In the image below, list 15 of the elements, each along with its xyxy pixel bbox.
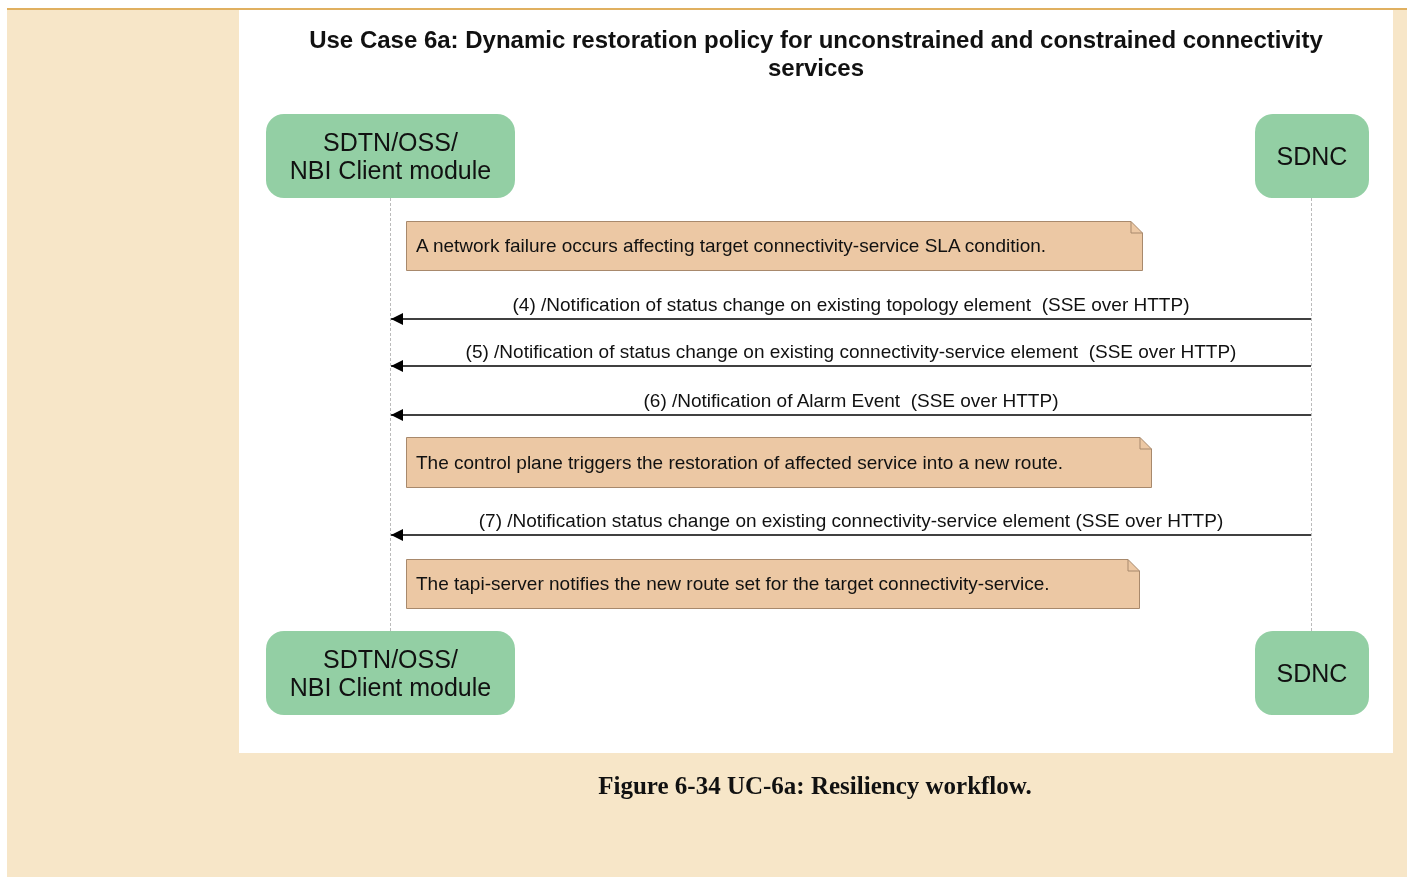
- message-arrow: [390, 529, 1312, 541]
- message-arrow: [390, 360, 1312, 372]
- participant-box: SDTN/OSS/ NBI Client module: [266, 631, 515, 715]
- lifeline: [1311, 198, 1312, 631]
- note-text: The tapi-server notifies the new route set for the target connectivity-service.: [416, 573, 1050, 595]
- note-text: The control plane triggers the restoration of affected service into a new route.: [416, 451, 1064, 474]
- message-arrow: [390, 409, 1312, 421]
- lifeline: [390, 198, 391, 631]
- figure-caption: Figure 6-34 UC-6a: Resiliency workflow.: [597, 772, 1033, 800]
- participant-box: SDTN/OSS/ NBI Client module: [266, 114, 515, 198]
- participant-box: SDNC: [1255, 114, 1369, 198]
- message-arrow: [390, 313, 1312, 325]
- note-text: A network failure occurs affecting target connectivity-service SLA condition.: [416, 235, 1047, 257]
- participant-box: SDNC: [1255, 631, 1369, 715]
- diagram-title: Use Case 6a: Dynamic restoration policy for unconstrained and constrained connectivity services: [308, 26, 1324, 82]
